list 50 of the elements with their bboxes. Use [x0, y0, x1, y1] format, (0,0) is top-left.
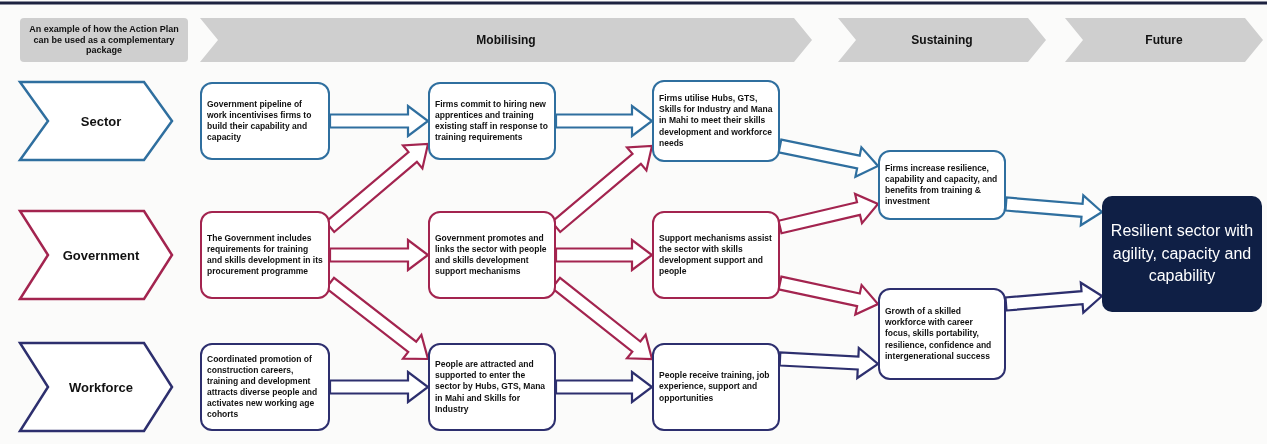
- box-text: Firms utilise Hubs, GTS, Skills for Industry and Mana in Mahi to meet their skills development and workforce needs: [659, 93, 773, 149]
- process-box: [878, 150, 1006, 220]
- header-text: An example of how the Action Plan can be used as a complementary package: [28, 23, 180, 57]
- row-header-tab: [20, 343, 172, 431]
- process-box: [200, 82, 330, 160]
- phase-header-band: [1065, 18, 1263, 62]
- process-box: [652, 211, 780, 299]
- process-box: [878, 288, 1006, 380]
- row-label: Sector: [79, 113, 122, 129]
- block-arrow: [328, 369, 430, 405]
- box-text: Support mechanisms assist the sector with skills development support and people: [659, 232, 773, 278]
- block-arrow: [554, 369, 654, 405]
- box-text: Coordinated promotion of construction careers, training and development attracts diverse people and activates new working age cohorts: [207, 353, 319, 421]
- phase-label: Mobilising: [476, 33, 536, 47]
- box-text: People receive training, job experience, support and opportunities: [659, 370, 771, 404]
- outcome-text: Resilient sector with agility, capacity and capability: [1109, 221, 1255, 287]
- block-arrow: [777, 275, 880, 317]
- block-arrow: [778, 345, 880, 381]
- box-text: Government promotes and links the sector with people and skills development support mechanisms: [435, 232, 548, 278]
- box-text: People are attracted and supported to enter the sector by Hubs, GTS, Mana in Mahi and Skills for Industry: [435, 359, 547, 415]
- row-header-tab: [20, 82, 172, 160]
- block-arrow: [1004, 280, 1104, 315]
- block-arrow: [777, 192, 880, 235]
- phase-label: Future: [1145, 33, 1183, 47]
- process-box: [200, 211, 330, 299]
- box-text: The Government includes requirements for training and skills development in its procurement programme: [207, 232, 323, 278]
- process-box: [428, 343, 556, 431]
- block-arrow: [1004, 193, 1104, 228]
- block-arrow: [328, 103, 430, 139]
- block-arrow: [328, 237, 430, 273]
- process-box: [652, 80, 780, 162]
- box-text: Government pipeline of work incentivises firms to build their capability and capacity: [207, 98, 313, 144]
- process-box: [200, 343, 330, 431]
- row-label: Government: [61, 247, 140, 263]
- phase-label: Sustaining: [911, 33, 973, 47]
- header-box: [20, 18, 188, 62]
- outcome-box: [1102, 196, 1262, 312]
- box-text: Firms commit to hiring new apprentices and training existing staff in response to training requirements: [435, 98, 549, 144]
- block-arrow: [554, 103, 654, 139]
- row-header-tab: [20, 211, 172, 299]
- process-box: [428, 82, 556, 160]
- process-box: [652, 343, 780, 431]
- row-label: Workforce: [67, 379, 134, 395]
- process-box: [428, 211, 556, 299]
- box-text: Growth of a skilled workforce with career focus, skills portability, resilience, confidence and intergenerational success: [885, 306, 993, 362]
- block-arrow: [777, 138, 880, 179]
- phase-header-band: [200, 18, 812, 62]
- phase-header-band: [838, 18, 1046, 62]
- block-arrow: [554, 237, 654, 273]
- box-text: Firms increase resilience, capability and capacity, and benefits from training & investment: [885, 162, 999, 208]
